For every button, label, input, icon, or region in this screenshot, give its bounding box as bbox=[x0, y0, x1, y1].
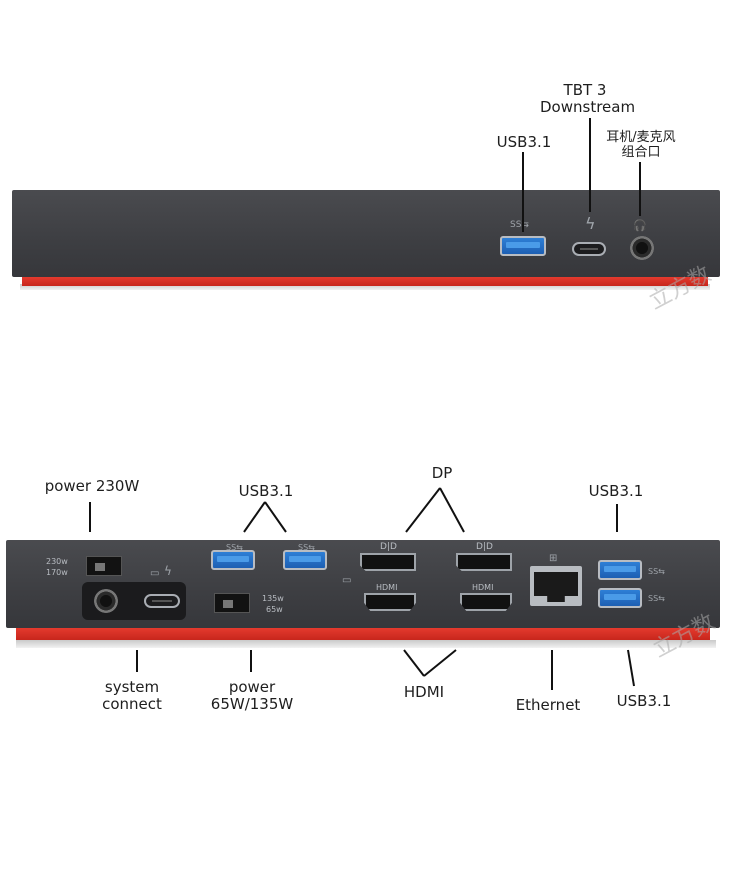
laptop-icon: ▭ bbox=[150, 568, 160, 579]
label-tbt3-line1: TBT 3 bbox=[563, 81, 607, 99]
mark-135w: 135w bbox=[262, 594, 284, 603]
top-usb-ss-logo-icon: SS⇆ bbox=[510, 220, 529, 230]
back-left-usb-ss-logo-1-icon: SS⇆ bbox=[226, 543, 243, 552]
label-system-connect: system connect bbox=[92, 679, 172, 713]
label-usb31-bottom: USB3.1 bbox=[616, 692, 672, 710]
label-hdmi: HDMI bbox=[403, 683, 445, 701]
label-usb31-back-right: USB3.1 bbox=[588, 482, 644, 500]
hdmi-mark-2: HDMI bbox=[472, 583, 494, 592]
label-audio-line1: 耳机/麦克风 bbox=[606, 130, 676, 145]
back-dock-shadow bbox=[16, 640, 716, 648]
dp-mark-1: D|D bbox=[380, 542, 397, 552]
leader-usb31-left-b bbox=[264, 501, 287, 533]
top-usb31-port[interactable] bbox=[500, 236, 546, 256]
label-ethernet: Ethernet bbox=[515, 696, 581, 714]
dp-mark-2: D|D bbox=[476, 542, 493, 552]
label-tbt3: TBT 3 Downstream bbox=[540, 81, 636, 116]
leader-usb31-bottom bbox=[627, 649, 635, 687]
label-tbt3-line2: Downstream bbox=[540, 98, 636, 116]
hdmi-port-2[interactable] bbox=[460, 593, 512, 611]
label-audio-combo: 耳机/麦克风 组合口 bbox=[598, 130, 684, 160]
label-power-line2: 65W/135W bbox=[210, 695, 294, 713]
label-system-line2: connect bbox=[102, 695, 162, 713]
back-left-usb-ss-logo-2-icon: SS⇆ bbox=[298, 543, 315, 552]
leader-dp-b bbox=[439, 487, 465, 533]
leader-hdmi-b bbox=[423, 649, 457, 677]
top-dock-red-base bbox=[22, 277, 708, 286]
dp-port-1[interactable] bbox=[360, 553, 416, 571]
leader-dp-a bbox=[405, 487, 441, 533]
label-power-line1: power bbox=[228, 678, 276, 696]
label-power-230w: power 230W bbox=[44, 477, 140, 495]
label-power-65-135w: power 65W/135W bbox=[202, 679, 302, 713]
back-right-usb-ss-logo-1-icon: SS⇆ bbox=[648, 567, 665, 576]
label-audio-line2: 组合口 bbox=[621, 145, 661, 160]
leader-hdmi-a bbox=[403, 649, 425, 677]
label-usb31-top: USB3.1 bbox=[496, 133, 552, 151]
dp-port-2[interactable] bbox=[456, 553, 512, 571]
top-dock-body bbox=[12, 190, 720, 277]
back-dock-red-base bbox=[16, 628, 710, 640]
top-tbt3-usbc-port[interactable] bbox=[572, 242, 606, 256]
label-dp: DP bbox=[431, 464, 453, 482]
back-usb31-port-3[interactable] bbox=[598, 560, 642, 580]
system-thunderbolt-icon: ϟ bbox=[164, 564, 172, 578]
power-230w-input[interactable] bbox=[86, 556, 122, 576]
top-thunderbolt-icon: ϟ bbox=[585, 214, 596, 233]
system-connect-usbc-port[interactable] bbox=[144, 594, 180, 608]
top-dock-shadow bbox=[20, 284, 710, 290]
display-icon: ▭ bbox=[342, 575, 352, 586]
ethernet-port[interactable] bbox=[530, 566, 582, 606]
hdmi-port-1[interactable] bbox=[364, 593, 416, 611]
mark-230w: 230w bbox=[46, 557, 68, 566]
system-jack[interactable] bbox=[94, 589, 118, 613]
hdmi-mark-1: HDMI bbox=[376, 583, 398, 592]
back-usb31-port-4[interactable] bbox=[598, 588, 642, 608]
leader-usb31-left-a bbox=[243, 501, 266, 533]
top-headset-icon: 🎧 bbox=[633, 219, 647, 232]
label-usb31-back-left: USB3.1 bbox=[238, 482, 294, 500]
back-right-usb-ss-logo-2-icon: SS⇆ bbox=[648, 594, 665, 603]
network-icon: ⊞ bbox=[549, 553, 558, 564]
label-system-line1: system bbox=[104, 678, 160, 696]
mark-65w: 65w bbox=[266, 605, 283, 614]
back-usb31-port-2[interactable] bbox=[283, 550, 327, 570]
mark-170w: 170w bbox=[46, 568, 68, 577]
power-65-135w-input[interactable] bbox=[214, 593, 250, 613]
back-usb31-port-1[interactable] bbox=[211, 550, 255, 570]
top-audio-jack[interactable] bbox=[630, 236, 654, 260]
